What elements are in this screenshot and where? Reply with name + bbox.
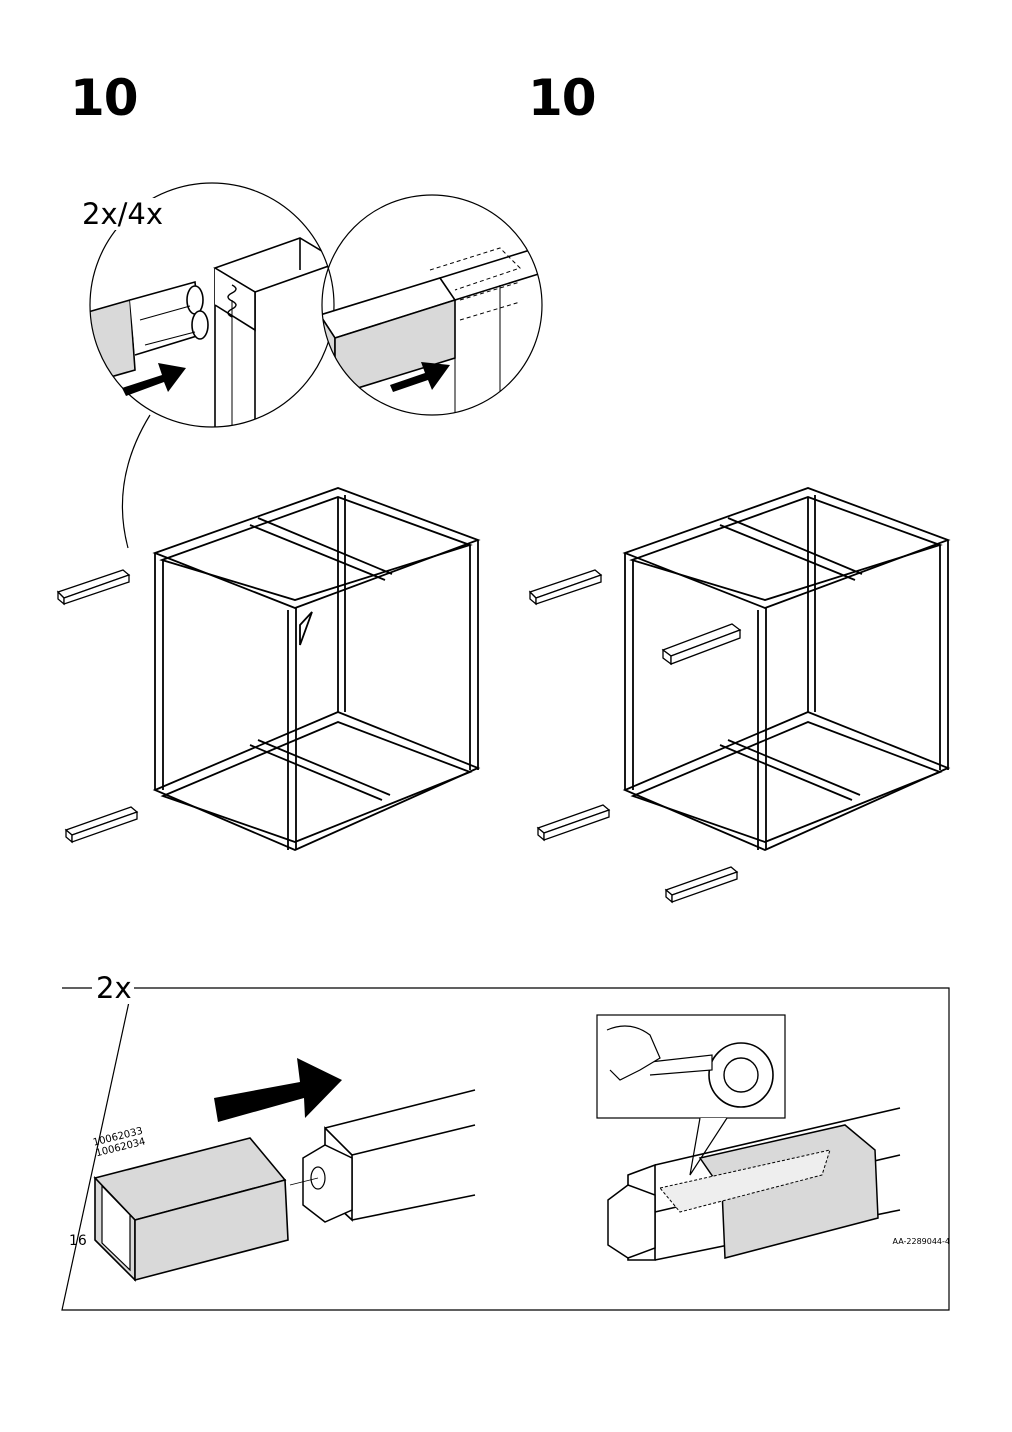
tape-detail [596,1014,901,1261]
document-code: AA-2289044-4 [892,1237,950,1246]
loose-tubes-right [528,569,742,904]
step-number-right: 10 [528,69,597,127]
sleeve-insert-detail [93,1058,476,1282]
detail-quantity-label: 2x/4x [82,197,163,231]
push-arrow-icon [214,1058,342,1122]
hand-icon [606,1025,661,1081]
detail-circle-joined [321,194,543,416]
push-arrow-icon [390,362,450,392]
detail-circle-insert [89,182,335,428]
box-quantity-label: 2x [94,971,134,1005]
page-number: 16 [69,1233,87,1249]
step-number-left: 10 [70,69,139,127]
callout-line [121,414,151,549]
push-arrow-icon [122,363,186,396]
frame-left [152,487,481,851]
loose-tubes-left [56,569,139,844]
instruction-box [61,987,950,1311]
frame-right [622,487,951,851]
